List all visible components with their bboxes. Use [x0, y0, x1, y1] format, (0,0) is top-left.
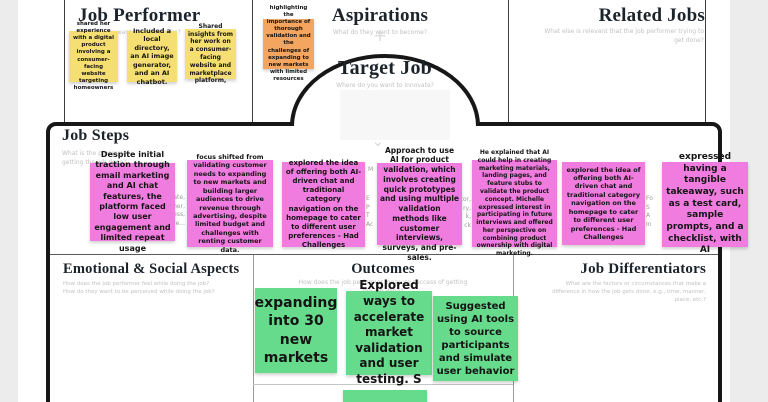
fragment-line: P — [366, 203, 370, 211]
fragment-line: T — [366, 212, 370, 219]
section-title-aspirations: Aspirations — [331, 5, 429, 26]
fragment-line: In — [646, 220, 652, 228]
section-title-job-differentiators: Job Differentiators — [580, 261, 706, 277]
sticky-note-green-3[interactable]: Suggested using AI tools to source parti… — [433, 296, 518, 381]
chevron-down-icon: ⌄ — [372, 134, 384, 150]
section-title-job-steps: Job Steps — [62, 127, 130, 144]
sticky-note-green-1[interactable]: expanding into 30 new markets — [255, 288, 337, 373]
fragment-line: ate, — [173, 194, 185, 201]
fragment-line: ck — [464, 221, 471, 229]
fragment-line: S — [646, 203, 650, 211]
fragment-line: Ac — [366, 220, 374, 228]
divider-top-1 — [64, 0, 65, 122]
covered-note-fragment-4: tor, ry, k, ck — [440, 196, 471, 230]
fragment-line: ess, — [173, 211, 185, 218]
divider-bottom-1 — [253, 255, 254, 402]
sticky-note-pink-1[interactable]: Despite initial traction through email m… — [90, 150, 175, 253]
sticky-note-pink-4[interactable]: Approach to use AI for product validatio… — [377, 146, 462, 262]
section-title-target-job: Target Job — [337, 57, 433, 79]
covered-note-fragment-2: M — [368, 166, 374, 173]
sticky-note-orange-1[interactable]: highlighting the importance of thorough … — [263, 5, 314, 82]
covered-note-fragment-3: E P T Ac — [366, 195, 378, 229]
sticky-note-yellow-2[interactable]: Included a local directory, an AI image … — [127, 27, 177, 86]
divider-top-4 — [705, 0, 706, 122]
section-subtitle-aspirations: What do they want to become? — [332, 29, 428, 36]
sticky-note-green-4[interactable] — [343, 390, 427, 402]
divider-top-3 — [508, 0, 509, 122]
section-subtitle-job-differentiators: What are the factors or circumstances th… — [552, 281, 706, 303]
section-title-emotional-social: Emotional & Social Aspects — [63, 261, 240, 277]
sticky-note-pink-7[interactable]: expressed having a tangible takeaway, su… — [662, 152, 748, 255]
section-title-outcomes: Outcomes — [351, 261, 415, 277]
section-subtitle-emotional-social: How does the job performer feel while do… — [63, 281, 215, 297]
sticky-note-green-2[interactable]: Explored ways to accelerate market valid… — [346, 278, 432, 386]
fragment-line: her, — [173, 202, 185, 210]
section-title-related-jobs: Related Jobs — [598, 5, 705, 26]
covered-note-fragment-5: Fo S A In — [646, 195, 662, 229]
divider-middle-horizontal — [50, 254, 718, 255]
fragment-line: k, — [465, 213, 471, 220]
sticky-note-yellow-1[interactable]: shared her experience with a digital pro… — [69, 21, 118, 91]
section-title-job-performer: Job Performer — [78, 5, 201, 26]
sticky-note-pink-6[interactable]: explored the idea of offering both AI-dr… — [562, 162, 645, 245]
fragment-line: tor, — [460, 196, 471, 203]
section-subtitle-job-steps: What is the process of getting the job d… — [62, 150, 129, 166]
fragment-line: eve... — [168, 219, 185, 227]
fragment-line: Fo — [646, 195, 653, 202]
sticky-note-pink-5[interactable]: He explained that AI could help in creat… — [472, 149, 557, 257]
sticky-note-pink-3[interactable]: explored the idea of offering both AI-dr… — [282, 159, 365, 249]
section-subtitle-target-job: Where do you want to innovate? — [336, 82, 434, 89]
outcomes-bottom-line — [253, 384, 513, 385]
fragment-line: ry, — [463, 204, 471, 212]
covered-note-fragment-1: ate, her, ess, eve... — [150, 194, 185, 228]
fragment-line: A — [646, 212, 651, 219]
subtitle-line-1: How does the job performer feel while do… — [63, 281, 210, 287]
section-subtitle-related-jobs: What else is relevant that the job perfo… — [544, 28, 704, 44]
sticky-note-pink-2[interactable]: focus shifted from validating customer n… — [187, 153, 273, 254]
fragment-line: E — [366, 195, 370, 202]
divider-top-2 — [252, 0, 253, 122]
subtitle-line-2: How do they want to be perceived while d… — [63, 288, 215, 295]
sticky-note-yellow-3[interactable]: Shared insights from her work on a consu… — [185, 23, 236, 84]
empty-sticky-note[interactable] — [340, 90, 450, 140]
plus-icon[interactable]: + — [372, 26, 388, 46]
